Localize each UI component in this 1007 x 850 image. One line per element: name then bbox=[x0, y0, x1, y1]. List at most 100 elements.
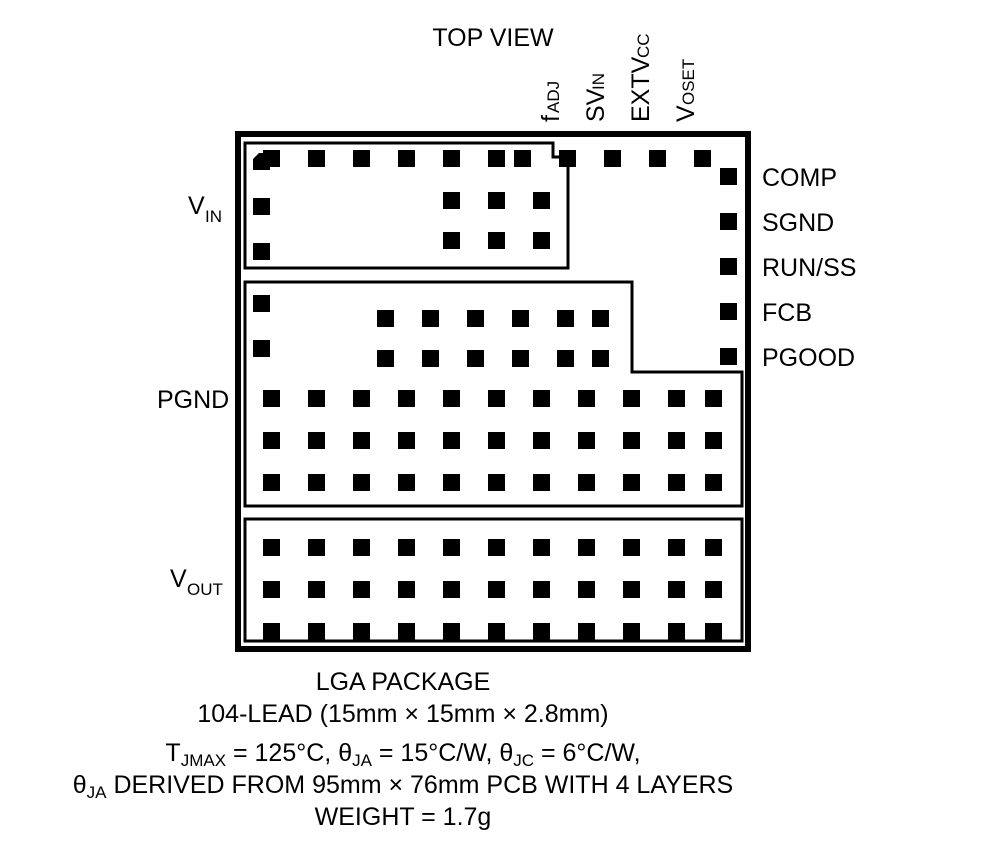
pad-layer bbox=[253, 150, 737, 640]
pad-pgnd-grid-1-4 bbox=[443, 432, 460, 449]
pad-pgnd-grid-2-5 bbox=[488, 474, 505, 491]
pad-pgnd-grid-1-10 bbox=[705, 432, 722, 449]
pad-pgnd-upper-1-3 bbox=[512, 350, 529, 367]
left-pin-labels: V IN PGND V OUT bbox=[157, 192, 229, 599]
pad-pgnd-upper-0-2 bbox=[467, 310, 484, 327]
left-pin-label-vin-sub: IN bbox=[205, 207, 222, 226]
right-pin-label-sgnd: SGND bbox=[762, 209, 834, 237]
pad-vin-left-1 bbox=[253, 198, 270, 215]
pad-pgnd-grid-2-2 bbox=[353, 474, 370, 491]
caption-theta-jc-val: = 6°C/W, bbox=[534, 739, 641, 767]
pad-pgnd-upper-1-2 bbox=[467, 350, 484, 367]
pad-vin-left-0 bbox=[253, 153, 270, 170]
pad-vin-cluster-1-2 bbox=[533, 232, 550, 249]
caption-line-leadcount: 104-LEAD (15mm × 15mm × 2.8mm) bbox=[197, 700, 608, 728]
pad-pgnd-grid-2-9 bbox=[668, 474, 685, 491]
pad-pgnd-grid-0-10 bbox=[705, 390, 722, 407]
pad-top-row-10 bbox=[694, 150, 711, 167]
pad-top-row-4 bbox=[443, 150, 460, 167]
pad-vout-grid-2-7 bbox=[578, 623, 595, 640]
pad-right-col-4 bbox=[720, 348, 737, 365]
pad-pgnd-grid-1-5 bbox=[488, 432, 505, 449]
right-pin-label-comp: COMP bbox=[762, 164, 837, 192]
pad-vout-grid-0-6 bbox=[533, 539, 550, 556]
pad-vout-grid-1-10 bbox=[705, 581, 722, 598]
pad-vin-cluster-0-0 bbox=[443, 192, 460, 209]
pad-vout-grid-0-3 bbox=[398, 539, 415, 556]
pad-vout-grid-2-0 bbox=[263, 623, 280, 640]
pad-vin-cluster-1-0 bbox=[443, 232, 460, 249]
caption-line-package: LGA PACKAGE bbox=[316, 668, 491, 696]
pad-pgnd-grid-0-4 bbox=[443, 390, 460, 407]
pad-pgnd-grid-2-7 bbox=[578, 474, 595, 491]
left-pin-label-vin-text: V bbox=[188, 192, 205, 220]
caption-tjmax-val: = 125°C, bbox=[226, 739, 338, 767]
caption-derived-theta: θ bbox=[73, 771, 87, 799]
pad-pgnd-upper-1-4 bbox=[557, 350, 574, 367]
pad-top-row-5 bbox=[488, 150, 505, 167]
left-pin-label-pgnd: PGND bbox=[157, 386, 229, 414]
pad-vout-grid-1-0 bbox=[263, 581, 280, 598]
pad-pgnd-grid-1-6 bbox=[533, 432, 550, 449]
pad-pgnd-left-1 bbox=[253, 340, 270, 357]
pad-vout-grid-2-5 bbox=[488, 623, 505, 640]
pad-top-row-6 bbox=[514, 150, 531, 167]
left-pin-label-vin: V IN bbox=[188, 192, 222, 226]
pad-top-row-1 bbox=[308, 150, 325, 167]
top-pin-label-fadj-text: f bbox=[537, 115, 565, 122]
pad-pgnd-grid-2-4 bbox=[443, 474, 460, 491]
vout-region-outline bbox=[243, 517, 744, 643]
package-outline bbox=[235, 131, 751, 652]
pad-vout-grid-1-5 bbox=[488, 581, 505, 598]
pad-pgnd-upper-1-1 bbox=[422, 350, 439, 367]
left-pin-label-vout-text: V bbox=[170, 565, 187, 593]
pad-pgnd-grid-2-10 bbox=[705, 474, 722, 491]
pad-pgnd-grid-1-8 bbox=[623, 432, 640, 449]
pad-pgnd-left-0 bbox=[253, 295, 270, 312]
pad-pgnd-grid-2-8 bbox=[623, 474, 640, 491]
pad-pgnd-grid-0-1 bbox=[308, 390, 325, 407]
pad-pgnd-upper-0-0 bbox=[377, 310, 394, 327]
right-pin-label-fcb: FCB bbox=[762, 299, 812, 327]
pad-vout-grid-1-4 bbox=[443, 581, 460, 598]
pad-vout-grid-1-8 bbox=[623, 581, 640, 598]
pad-right-col-2 bbox=[720, 258, 737, 275]
pad-top-row-8 bbox=[604, 150, 621, 167]
right-pin-labels: COMP SGND RUN/SS FCB PGOOD bbox=[762, 164, 856, 372]
pad-vout-grid-0-2 bbox=[353, 539, 370, 556]
top-pin-label-voset-text: V bbox=[672, 105, 700, 122]
pad-vout-grid-2-3 bbox=[398, 623, 415, 640]
pad-pgnd-upper-0-3 bbox=[512, 310, 529, 327]
caption-theta-ja-sub: JA bbox=[352, 751, 373, 770]
pad-pgnd-upper-0-1 bbox=[422, 310, 439, 327]
top-pin-label-extvcc-sub: CC bbox=[634, 33, 653, 58]
pad-vout-grid-0-1 bbox=[308, 539, 325, 556]
top-pin-label-extvcc-text: EXTV bbox=[627, 56, 655, 122]
pad-pgnd-grid-0-2 bbox=[353, 390, 370, 407]
top-pin-label-svin: SV IN bbox=[582, 73, 610, 122]
pad-right-col-3 bbox=[720, 303, 737, 320]
pad-pgnd-grid-0-9 bbox=[668, 390, 685, 407]
left-pin-label-vout-sub: OUT bbox=[187, 580, 223, 599]
pad-pgnd-grid-2-1 bbox=[308, 474, 325, 491]
caption-line-derived: θJA DERIVED FROM 95mm × 76mm PCB WITH 4 … bbox=[73, 771, 733, 802]
top-pin-label-voset-sub: OSET bbox=[679, 59, 698, 105]
pgnd-region-outline bbox=[243, 280, 744, 508]
top-pin-labels: f ADJ SV IN EXTV CC V OSET bbox=[537, 33, 700, 122]
pad-pgnd-grid-1-1 bbox=[308, 432, 325, 449]
top-pin-label-svin-text: SV bbox=[582, 88, 610, 122]
caption-theta-jc: θ bbox=[499, 739, 513, 767]
pad-pgnd-grid-0-7 bbox=[578, 390, 595, 407]
top-pin-label-voset: V OSET bbox=[672, 59, 700, 122]
caption-theta-ja: θ bbox=[338, 739, 352, 767]
pad-pgnd-grid-2-0 bbox=[263, 474, 280, 491]
pad-vout-grid-2-10 bbox=[705, 623, 722, 640]
pad-vout-grid-1-1 bbox=[308, 581, 325, 598]
page-title: TOP VIEW bbox=[432, 24, 554, 52]
pad-vout-grid-1-2 bbox=[353, 581, 370, 598]
pad-vout-grid-2-8 bbox=[623, 623, 640, 640]
pad-pgnd-grid-0-3 bbox=[398, 390, 415, 407]
top-pin-label-fadj: f ADJ bbox=[537, 81, 565, 122]
pad-vout-grid-1-7 bbox=[578, 581, 595, 598]
pad-vout-grid-1-3 bbox=[398, 581, 415, 598]
